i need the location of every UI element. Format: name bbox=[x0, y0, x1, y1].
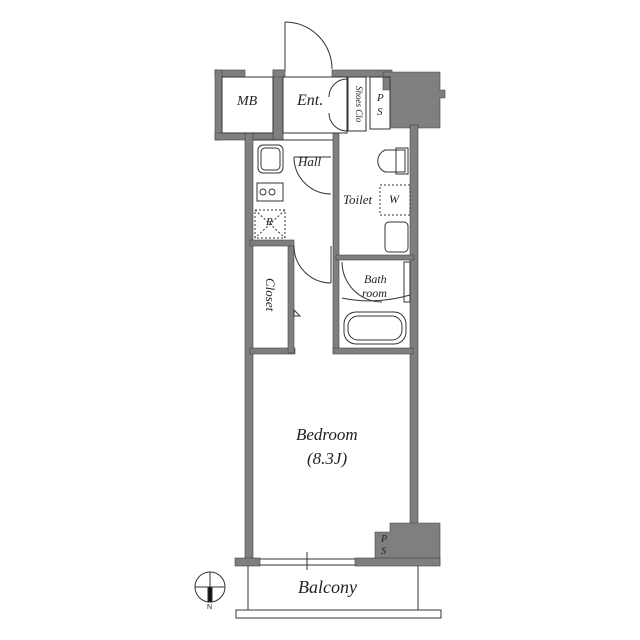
room-label-shoes-closet: Shoes Clo bbox=[354, 86, 364, 123]
ps-top-p: P bbox=[377, 92, 384, 104]
room-label-bedroom: Bedroom bbox=[296, 425, 358, 444]
compass-north-label: N bbox=[207, 604, 213, 611]
room-label-balcony: Balcony bbox=[298, 577, 357, 597]
ps-bottom-s: S bbox=[381, 546, 386, 557]
interior-lines bbox=[221, 76, 442, 619]
room-label-hall: Hall bbox=[298, 154, 322, 169]
bedroom-area: (8.3J) bbox=[307, 449, 348, 468]
walls bbox=[214, 69, 446, 567]
room-label-bath-2: room bbox=[362, 286, 387, 300]
fridge-label: R bbox=[266, 216, 273, 228]
room-label-closet: Closet bbox=[263, 278, 278, 312]
ps-top-s: S bbox=[377, 106, 383, 118]
compass-icon bbox=[194, 571, 226, 603]
room-label-bath-1: Bath bbox=[364, 272, 387, 286]
fixtures bbox=[254, 144, 411, 345]
entrance-door bbox=[284, 21, 333, 71]
room-label-entrance: Ent. bbox=[297, 92, 324, 109]
room-label-toilet: Toilet bbox=[343, 192, 373, 207]
washer-label: W bbox=[389, 192, 399, 206]
ps-bottom-p: P bbox=[381, 534, 388, 545]
room-label-mb: MB bbox=[237, 94, 258, 109]
